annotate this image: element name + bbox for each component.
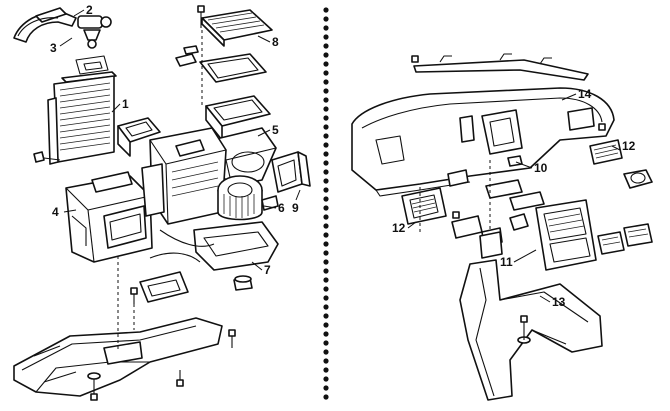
divider-dot (323, 376, 329, 382)
divider-dot (323, 322, 329, 328)
divider-dot (323, 205, 329, 211)
divider-dot (323, 178, 329, 184)
divider-dot (323, 124, 329, 130)
floor-console-duct-part (459, 231, 603, 401)
divider-dot (323, 196, 329, 202)
callout-2: 2 (86, 3, 93, 17)
bracket-part (139, 271, 189, 303)
divider-dot (323, 25, 329, 31)
center-bezel-part (535, 199, 653, 271)
divider-dot (323, 187, 329, 193)
divider-dot (323, 286, 329, 292)
evaporator-case-part (141, 127, 227, 225)
filter-gasket-part (199, 53, 267, 83)
callout-12: 12 (622, 139, 636, 153)
divider-dot (323, 358, 329, 364)
divider-dot (323, 43, 329, 49)
air-inlet-part (117, 117, 161, 157)
fastener-part (517, 315, 531, 344)
divider-dot (323, 268, 329, 274)
callout-3: 3 (50, 41, 57, 55)
callout-11: 11 (500, 255, 513, 269)
callout-5: 5 (272, 123, 279, 137)
retainer-clip-part (175, 45, 199, 67)
divider-dot (323, 142, 329, 148)
callout-4: 4 (52, 205, 59, 219)
divider-dot (323, 79, 329, 85)
divider-dot (323, 250, 329, 256)
divider-dot (323, 259, 329, 265)
heater-case-part (65, 171, 153, 263)
callout-8: 8 (272, 35, 279, 49)
divider-dot (323, 232, 329, 238)
blower-resistor-part (271, 151, 311, 193)
callout-7: 7 (264, 263, 271, 277)
divider-dot (323, 340, 329, 346)
divider-dot (323, 394, 329, 400)
divider-dot (323, 61, 329, 67)
divider-dot (323, 115, 329, 121)
callout-leaders (59, 9, 621, 303)
divider-dot (323, 331, 329, 337)
side-vent-part (589, 139, 653, 189)
divider-dot (323, 385, 329, 391)
callout-1: 1 (122, 97, 129, 111)
divider-dot (323, 70, 329, 76)
callout-14: 14 (578, 87, 592, 101)
divider-dot (323, 88, 329, 94)
divider-dot (323, 106, 329, 112)
grommet-part (233, 275, 253, 291)
divider-dot (323, 313, 329, 319)
fastener-part (87, 372, 101, 401)
screw-part (598, 123, 606, 131)
callout-10: 10 (534, 161, 548, 175)
divider-dot (323, 304, 329, 310)
screw-part (228, 329, 236, 348)
divider-dot (323, 97, 329, 103)
callout-13: 13 (552, 295, 566, 309)
screw-part (176, 370, 184, 387)
divider-dot (323, 241, 329, 247)
instrument-panel-part (351, 87, 615, 197)
screw-part (130, 287, 138, 304)
divider-dot (323, 367, 329, 373)
drain-tray-part (149, 221, 279, 271)
floor-duct-part (13, 317, 223, 397)
divider-dot (323, 133, 329, 139)
divider-dot (323, 151, 329, 157)
divider-dot (323, 34, 329, 40)
divider-dot (323, 169, 329, 175)
callout-6: 6 (278, 201, 285, 215)
screw-part (33, 151, 61, 163)
divider-dot (323, 277, 329, 283)
divider-dot (323, 52, 329, 58)
callout-12: 12 (392, 221, 406, 235)
side-vent-part (401, 187, 483, 239)
dash-support-bracket-part (411, 53, 589, 81)
screw-part (197, 5, 205, 28)
divider-dot (323, 16, 329, 22)
divider-dot (323, 160, 329, 166)
divider-dot (323, 295, 329, 301)
filter-frame-part (201, 9, 273, 47)
heater-core-part (47, 55, 117, 165)
section-divider (323, 7, 329, 400)
callout-9: 9 (292, 201, 299, 215)
divider-dot (323, 223, 329, 229)
divider-dot (323, 214, 329, 220)
divider-dot (323, 7, 329, 13)
divider-dot (323, 349, 329, 355)
blower-motor-part (217, 175, 279, 221)
heater-hose-part (13, 7, 77, 43)
hose-clip-part (77, 15, 112, 49)
